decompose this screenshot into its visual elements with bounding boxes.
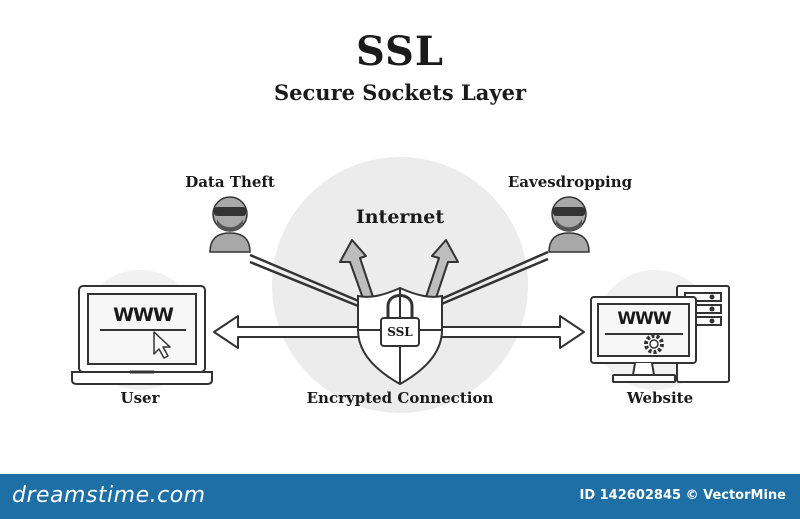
padlock-icon — [380, 294, 420, 347]
data-thief-avatar-icon — [209, 196, 251, 253]
lock-ssl-text: SSL — [387, 325, 413, 339]
encrypted-connection-label: Encrypted Connection — [306, 389, 494, 407]
leak-arrow-left-icon — [339, 239, 375, 305]
brand-watermark: dreamstime.com — [12, 483, 206, 508]
ssl-diagram — [71, 157, 730, 413]
data-theft-label: Data Theft — [185, 173, 275, 191]
website-screen-www-text: WWW — [617, 309, 671, 329]
image-id-credit: ID 142602845 © VectorMine — [579, 488, 786, 503]
page-subtitle: Secure Sockets Layer — [273, 80, 527, 105]
website-label: Website — [626, 389, 694, 407]
footer-bar: dreamstime.com ID 142602845 © VectorMine — [0, 474, 800, 519]
laptop-icon — [71, 285, 213, 385]
user-label: User — [120, 389, 160, 407]
eavesdropping-label: Eavesdropping — [507, 173, 633, 191]
cursor-icon — [153, 331, 171, 359]
page-title: SSL — [355, 28, 445, 75]
leak-arrow-right-icon — [424, 239, 459, 305]
monitor-icon — [590, 296, 697, 383]
user-screen-www-text: WWW — [113, 304, 174, 326]
eavesdropper-avatar-icon — [548, 196, 590, 253]
internet-background-circle — [272, 157, 528, 413]
gear-icon — [644, 334, 664, 354]
interception-lines — [249, 250, 549, 312]
internet-label: Internet — [355, 206, 445, 228]
